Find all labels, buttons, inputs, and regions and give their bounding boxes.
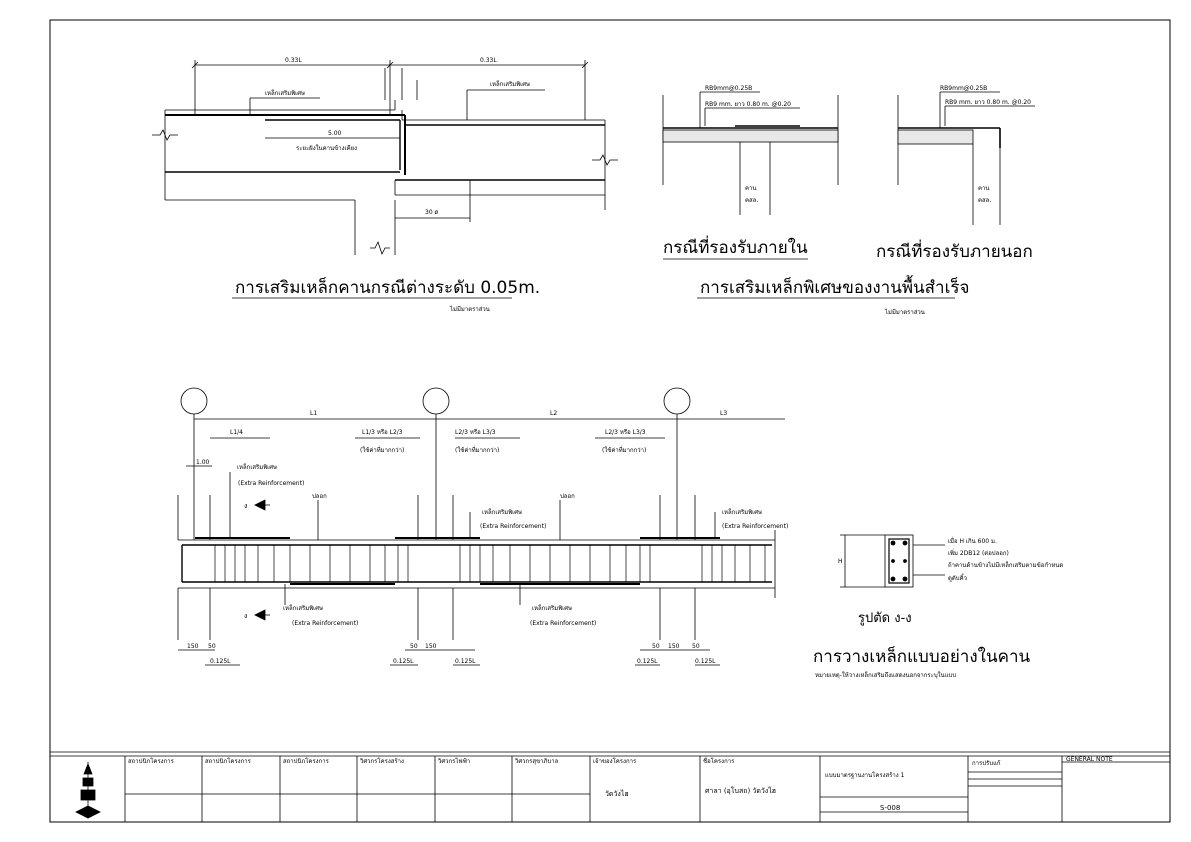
note-c: (ใช้ค่าที่มากกว่า): [602, 446, 646, 454]
detail-beam-step-title: การเสริมเหล็กคานกรณีต่างระดับ 0.05m.: [235, 276, 540, 298]
span-l1: L1: [310, 410, 317, 417]
tb-header-4: วิศวกรโครงสร้าง: [359, 757, 404, 765]
dim-0125-3: 0.125L: [455, 658, 476, 665]
slab-rebar-top-inner: RB9mm@0.25B: [705, 85, 752, 92]
detail-beam-step-scale: ไม่มีมาตราส่วน: [449, 305, 490, 313]
dim-b: L2/3 หรือ L3/3: [455, 428, 496, 436]
section-title: รูปตัด ง-ง: [858, 611, 912, 626]
span-l2: L2: [550, 410, 557, 417]
detail-slab-text: RB9mm@0.25B RB9 mm. ยาว 0.80 m. @0.20 คา…: [663, 85, 1033, 316]
note-b: (ใช้ค่าที่มากกว่า): [455, 446, 499, 454]
dim-50-4: 50: [692, 643, 700, 650]
dim-0125-1: 0.125L: [210, 658, 231, 665]
sheet-border: [49, 19, 1171, 823]
extra-bar-1: เหล็กเสริมพิเศษ: [237, 462, 277, 471]
dim-0125-4: 0.125L: [637, 658, 658, 665]
detail-beam-step: [152, 60, 618, 256]
tb-header-7: เจ้าของโครงการ: [593, 757, 637, 765]
extra-bar-en-4: (Extra Reinforcement): [292, 620, 358, 627]
note-a: (ใช้ค่าที่มากกว่า): [360, 446, 404, 454]
extra-bar-3: เหล็กเสริมพิเศษ: [722, 507, 762, 516]
beam-layout-title: การวางเหล็กแบบอย่างในคาน: [813, 645, 1030, 667]
section-dim-h: H: [838, 558, 843, 565]
slab-rebar-bottom-outer: RB9 mm. ยาว 0.80 m. @0.20: [945, 99, 1031, 106]
slab-rebar-bottom-inner: RB9 mm. ยาว 0.80 m. @0.20: [705, 101, 791, 108]
section-note-1: เมื่อ H เกิน 600 ม.: [948, 537, 997, 545]
extra-bar-4: เหล็กเสริมพิเศษ: [283, 603, 323, 612]
stirrup-1: ปลอก: [312, 493, 327, 500]
beam-layout-footnote: หมายเหตุ-ให้วางเหล็กเสริมถึงแสดงนอกจากระ…: [815, 670, 956, 679]
tb-header-2: สถาปนิกโครงการ: [205, 757, 252, 765]
extra-bar-en-1: (Extra Reinforcement): [238, 480, 304, 487]
dim-50-1: 50: [208, 643, 216, 650]
embed-note: ระยะฝังในคานข้างเคียง: [296, 144, 357, 152]
slab-case-inner-title: กรณีที่รองรับภายใน: [663, 235, 808, 258]
detail-beam-step-text: 0.33L 0.33L เหล็กเสริมพิเศษ เหล็กเสริมพิ…: [232, 57, 540, 313]
dim-150-2: 150: [425, 643, 437, 650]
extra-bar-2: เหล็กเสริมพิเศษ: [482, 507, 522, 516]
tb-header-3: สถาปนิกโครงการ: [283, 757, 330, 765]
section-note-3: ถ้าคานด้านข้างไม่มีเหล็กเสริมตามข้อกำหนด: [948, 560, 1063, 569]
slab-beam-label-inner-2: คสล.: [745, 197, 758, 204]
dim-c: L2/3 หรือ L3/3: [605, 428, 646, 436]
slab-detail-title: การเสริมเหล็กพิเศษของงานพื้นสำเร็จ: [700, 275, 970, 298]
tb-sheet-no: S-008: [880, 804, 900, 812]
dim-50-3: 50: [652, 643, 660, 650]
extra-bar-en-3: (Extra Reinforcement): [722, 523, 788, 530]
dim-100: 1.00: [196, 459, 210, 466]
tb-general-notes: GENERAL NOTE: [1066, 756, 1113, 763]
extra-bar-en-5: (Extra Reinforcement): [530, 620, 596, 627]
dim-0125-5: 0.125L: [695, 658, 716, 665]
extra-bar-label-right: เหล็กเสริมพิเศษ: [490, 79, 530, 88]
tb-owner: วัดวังไฮ: [605, 789, 629, 798]
extra-bar-en-2: (Extra Reinforcement): [480, 523, 546, 530]
section-note-4: ดูดับคิ้ว: [948, 572, 967, 582]
dim-l1-quarter: L1/4: [230, 429, 243, 436]
dim-0125-2: 0.125L: [393, 658, 414, 665]
tb-drawing-heading: แบบมาตรฐานงานโครงสร้าง 1: [825, 771, 905, 779]
dim-30-dia: 30 ø: [425, 209, 439, 216]
dim-a: L1/3 หรือ L2/3: [362, 428, 403, 436]
dim-150-1: 150: [187, 643, 199, 650]
tb-project-name: ศาลา (อุโบสถ) วัดวังไฮ: [705, 786, 776, 795]
stirrup-2: ปลอก: [560, 493, 575, 500]
extra-bar-5: เหล็กเสริมพิเศษ: [532, 603, 572, 612]
slab-rebar-top-outer: RB9mm@0.25B: [940, 85, 987, 92]
beam-section: [840, 534, 945, 588]
dim-500: 5.00: [328, 130, 342, 137]
section-note-2: เพิ่ม 2DB12 (ต่อปลอก): [948, 549, 1009, 557]
span-l3: L3: [720, 410, 727, 417]
tb-header-1: สถาปนิกโครงการ: [128, 757, 175, 765]
slab-beam-label-outer-1: คาน: [978, 185, 989, 192]
dim-033l-right: 0.33L: [480, 57, 497, 64]
title-block-text: สถาปนิกโครงการ สถาปนิกโครงการ สถาปนิกโคร…: [128, 756, 1113, 812]
title-block: [50, 751, 1170, 822]
slab-case-outer-title: กรณีที่รองรับภายนอก: [876, 239, 1033, 262]
detail-beam-layout: [177, 387, 785, 666]
tb-header-8: ชื่อโครงการ: [703, 757, 735, 765]
dim-50-2: 50: [410, 643, 418, 650]
detail-beam-layout-text: L1 L2 L3 L1/4 L1/3 หรือ L2/3 L2/3 หรือ L…: [187, 410, 1063, 679]
section-mark-top: ง: [244, 502, 247, 510]
detail-slab-inner: [662, 91, 839, 215]
extra-bar-label-left: เหล็กเสริมพิเศษ: [265, 88, 305, 97]
slab-beam-label-inner-1: คาน: [745, 185, 756, 192]
tb-header-6: วิศวกรสุขาภิบาล: [514, 758, 558, 765]
slab-detail-scale: ไม่มีมาตราส่วน: [884, 308, 925, 316]
dim-150-3: 150: [668, 643, 680, 650]
detail-slab-outer: [897, 91, 1035, 225]
slab-beam-label-outer-2: คสล.: [978, 197, 991, 204]
tb-header-5: วิศวกรไฟฟ้า: [437, 757, 470, 765]
dim-033l-left: 0.33L: [285, 57, 302, 64]
section-mark-bottom: ง: [244, 612, 247, 620]
tb-revision-heading: การปรับแก้: [972, 760, 1001, 767]
